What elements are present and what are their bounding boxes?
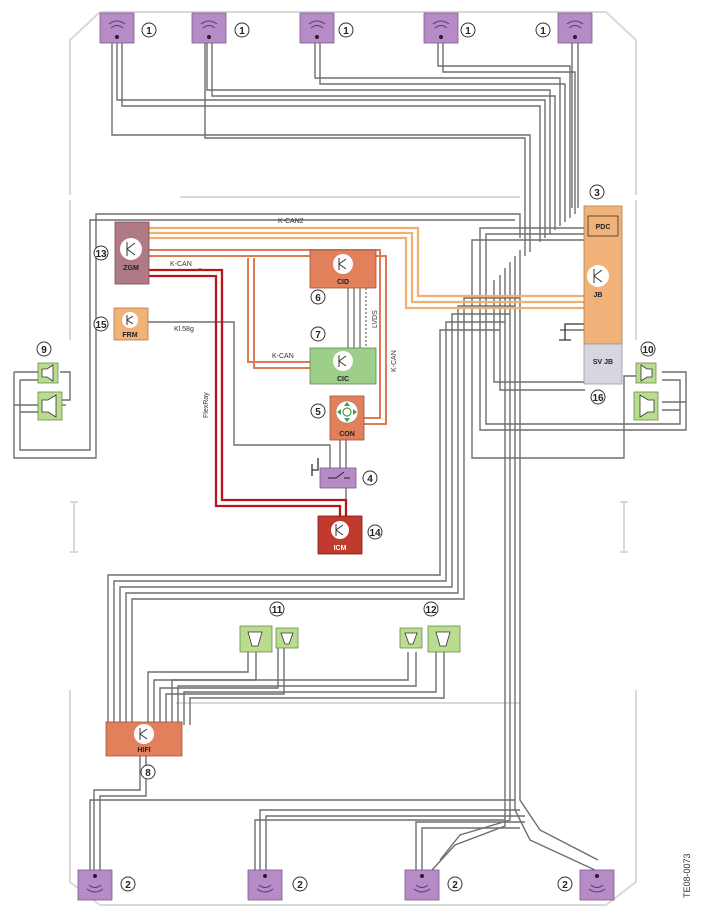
callout-12: 12	[425, 605, 437, 616]
hifi-amplifier: HIFI	[105, 721, 183, 757]
speaker-mid-left-group	[239, 625, 299, 653]
speaker-mid-right-group	[399, 625, 461, 653]
flexray-bus	[148, 268, 348, 516]
speaker-bottom-3	[404, 869, 440, 901]
callout-13: 13	[95, 249, 107, 260]
ground-icon	[311, 323, 585, 476]
speaker-bottom-2	[247, 869, 283, 901]
callout-16: 16	[592, 393, 604, 404]
figure-id: TE08-0073	[682, 853, 692, 898]
callout-7: 7	[315, 330, 321, 341]
k-can-mid-label: K-CAN	[272, 353, 294, 360]
junction-box: PDC JB	[583, 205, 623, 345]
speaker-top-1	[99, 12, 135, 44]
cic-module: CIC	[309, 347, 377, 385]
k-can-right-label: K-CAN	[391, 350, 398, 372]
vehicle-outline	[69, 11, 637, 906]
callout-5: 5	[315, 407, 321, 418]
callout-1: 1	[239, 26, 245, 37]
callout-2: 2	[452, 880, 458, 891]
callout-4: 4	[367, 474, 373, 485]
con-module: CON	[329, 395, 365, 441]
callout-2: 2	[562, 880, 568, 891]
callout-11: 11	[272, 605, 283, 616]
speaker-bottom-1	[77, 869, 113, 901]
callout-2: 2	[297, 880, 303, 891]
lvds-label: LVDS	[372, 310, 379, 328]
k-can2-bus	[148, 226, 585, 310]
audio-wiring	[13, 42, 687, 871]
callout-6: 6	[315, 293, 321, 304]
icm-label: ICM	[334, 545, 347, 552]
speaker-right-group	[633, 362, 659, 421]
callout-8: 8	[145, 768, 151, 779]
callout-15: 15	[95, 320, 107, 331]
callout-10: 10	[642, 345, 654, 356]
callout-1: 1	[343, 26, 349, 37]
speaker-top-5	[557, 12, 593, 44]
sv-jb-label: SV JB	[593, 359, 613, 366]
callouts	[36, 22, 656, 892]
speaker-bottom-4	[579, 869, 615, 901]
callout-1: 1	[540, 26, 546, 37]
frm-label: FRM	[122, 332, 137, 339]
kl58g-label: Kl.58g	[174, 326, 194, 333]
cic-label: CIC	[337, 376, 349, 383]
controller-knob-icon	[337, 402, 357, 422]
pdc-label: PDC	[596, 224, 611, 231]
callout-2: 2	[125, 880, 131, 891]
callout-1: 1	[146, 26, 152, 37]
lvds-link	[347, 288, 367, 348]
callout-3: 3	[594, 188, 600, 199]
speaker-top-4	[423, 12, 459, 44]
hifi-label: HIFI	[137, 747, 150, 754]
callout-9: 9	[41, 345, 47, 356]
zgm-label: ZGM	[123, 265, 139, 272]
callout-14: 14	[369, 528, 381, 539]
icm-module: ICM	[317, 515, 363, 555]
zgm-module: ZGM	[114, 221, 150, 285]
k-can-top-label: K-CAN	[170, 261, 192, 268]
frm-module: FRM	[113, 307, 149, 341]
cid-module: CID	[309, 249, 377, 289]
cid-label: CID	[337, 279, 349, 286]
k-can2-label: K-CAN2	[278, 218, 304, 225]
speaker-left-group	[37, 362, 63, 421]
sv-junction-box: SV JB	[583, 343, 623, 385]
switch-module	[319, 467, 357, 489]
callout-1: 1	[465, 26, 471, 37]
callout-labels: 1 1 1 1 1 2 2 2 2 3 4 5 6 7 8 9 10 11 12…	[41, 26, 654, 891]
k-can-bus	[148, 249, 387, 425]
con-label: CON	[339, 431, 355, 438]
speaker-top-3	[299, 12, 335, 44]
speaker-top-2	[191, 12, 227, 44]
jb-label: JB	[594, 292, 603, 299]
flexray-label: FlexRay	[203, 392, 210, 418]
